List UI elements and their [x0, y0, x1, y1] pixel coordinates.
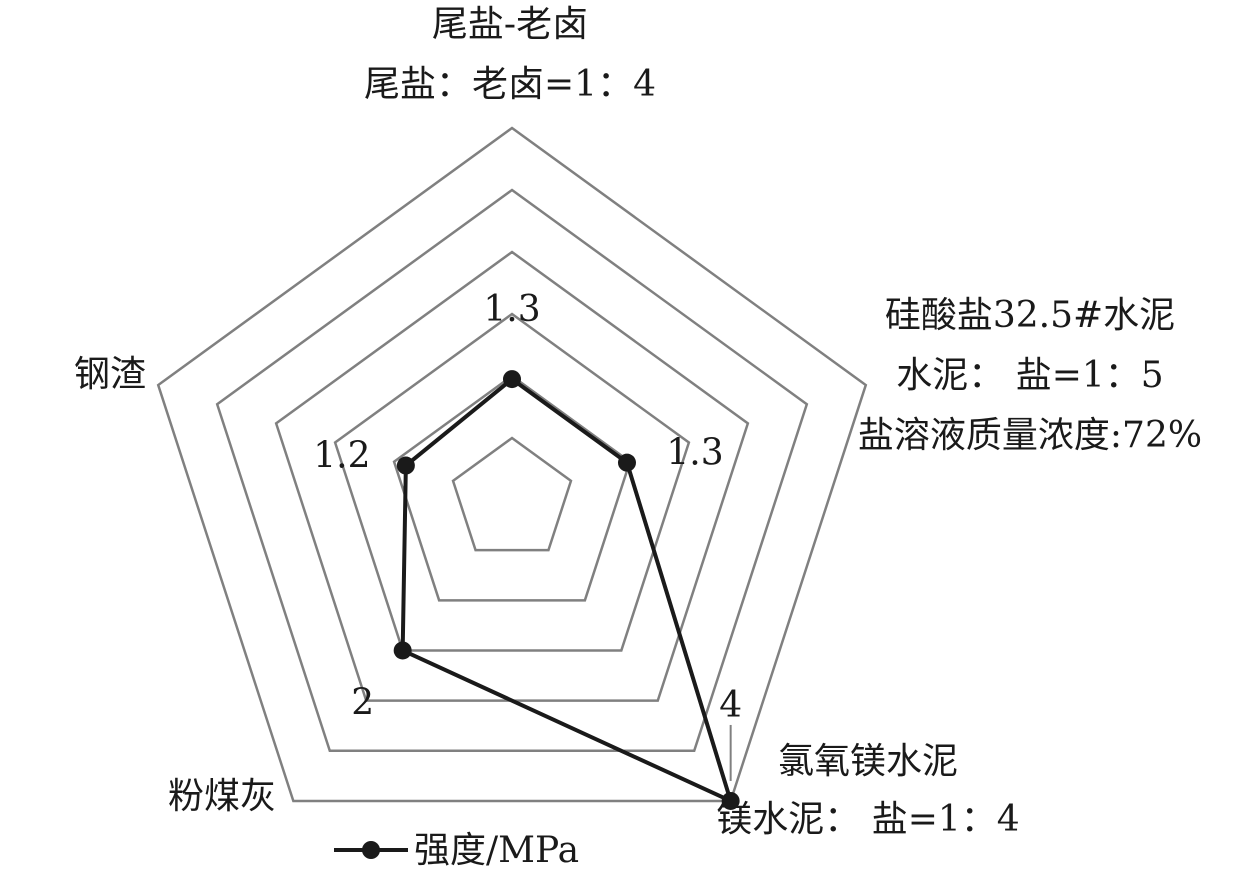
series-line-0 [400, 377, 733, 803]
grid-ring-5 [215, 188, 809, 753]
legend-label-0: 强度/MPa [414, 830, 579, 871]
radar-grid [156, 126, 868, 803]
data-point-2 [721, 791, 740, 810]
axis-label-1-line-0: 硅酸盐32.5#水泥 [885, 295, 1175, 336]
data-label-2: 4 [719, 685, 742, 726]
axis-label-4-line-0: 钢渣 [74, 354, 146, 395]
data-point-3 [393, 641, 412, 660]
axis-label-4: 钢渣 [74, 354, 146, 395]
axis-label-2-line-0: 氯氧镁水泥 [778, 741, 958, 782]
data-label-4: 1.2 [313, 436, 370, 477]
grid-ring-6 [156, 126, 868, 803]
grid-ring-2 [392, 374, 632, 602]
grid-ring-1 [451, 436, 573, 552]
axis-label-3: 粉煤灰 [168, 776, 276, 817]
axis-label-1-line-1: 水泥： 盐=1：5 [896, 355, 1163, 396]
data-point-4 [396, 456, 415, 475]
legend-marker-0 [362, 841, 380, 859]
grid-ring-3 [333, 312, 691, 652]
axis-label-0-line-0: 尾盐-老卤 [432, 4, 588, 45]
axis-label-2-line-1: 镁水泥： 盐=1：4 [716, 799, 1019, 840]
data-label-0: 1.3 [483, 289, 540, 330]
data-label-3: 2 [351, 682, 374, 723]
data-label-1: 1.3 [666, 433, 723, 474]
legend: 强度/MPa [334, 830, 579, 871]
axis-label-1-line-2: 盐溶液质量浓度:72% [858, 415, 1202, 456]
data-point-0 [503, 370, 521, 389]
radar-series [393, 370, 740, 810]
axis-label-3-line-0: 粉煤灰 [168, 776, 276, 817]
data-point-1 [617, 453, 636, 472]
axis-label-0-line-1: 尾盐：老卤=1：4 [364, 64, 656, 105]
